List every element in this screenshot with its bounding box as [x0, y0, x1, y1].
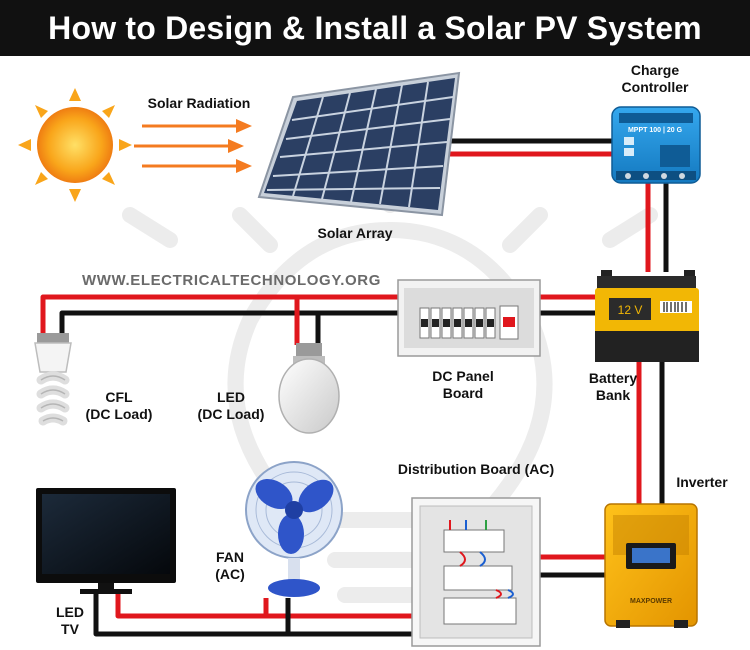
inverter-label: Inverter — [676, 474, 728, 490]
wire-ac-load-positive — [115, 592, 412, 619]
sun-icon — [18, 88, 132, 202]
charge-controller-label-line2: Controller — [621, 79, 689, 95]
cfl-label: CFL (DC Load) — [74, 389, 164, 423]
led-bulb-label-line1: LED — [217, 389, 245, 405]
dc-panel-board-label-line1: DC Panel — [432, 368, 494, 384]
cfl-label-line1: CFL — [105, 389, 133, 405]
radiation-arrows — [134, 119, 252, 173]
wire-dc-load-negative — [59, 310, 398, 335]
led-tv-label: LED TV — [48, 604, 92, 638]
solar-radiation-label: Solar Radiation — [147, 95, 251, 111]
dc-panel-board-label-line2: Board — [442, 385, 484, 401]
battery-bank-label-line2: Bank — [595, 387, 631, 403]
website-watermark: WWW.ELECTRICALTECHNOLOGY.ORG — [82, 272, 382, 289]
charge-controller-device: MPPT 100 | 20 G — [611, 106, 701, 184]
led-bulb-icon — [278, 343, 340, 434]
dc-panel-board-label: DC Panel Board — [418, 368, 508, 402]
page-title: How to Design & Install a Solar PV Syste… — [0, 0, 750, 56]
battery-bank-label-line1: Battery — [588, 370, 638, 386]
cfl-label-line2: (DC Load) — [85, 406, 153, 422]
distribution-board-device — [411, 497, 541, 647]
led-tv-label-line2: TV — [61, 621, 79, 637]
led-bulb-label: LED (DC Load) — [186, 389, 276, 423]
background-bulb-watermark — [122, 152, 658, 603]
distribution-board-label: Distribution Board (AC) — [397, 461, 555, 477]
controller-model-text: MPPT 100 | 20 G — [628, 127, 683, 134]
battery-bank-label: Battery Bank — [576, 370, 650, 404]
battery-voltage-text: 12 V — [618, 303, 643, 317]
inverter-brand-text: MAXPOWER — [630, 598, 672, 605]
inverter-device: MAXPOWER — [604, 503, 698, 628]
fan-label-line2: (AC) — [215, 566, 245, 582]
solar-array-panel — [257, 71, 461, 217]
wire-dc-load-positive — [40, 294, 398, 335]
wiring — [40, 138, 669, 637]
wire-ac-load-negative — [93, 592, 412, 637]
fan-label: FAN (AC) — [204, 549, 256, 583]
charge-controller-label-line1: Charge — [630, 62, 680, 78]
battery-device: 12 V — [595, 270, 699, 362]
charge-controller-label: Charge Controller — [605, 62, 705, 96]
cfl-bulb-icon — [34, 333, 72, 426]
fan-icon — [245, 461, 343, 597]
dc-panel-board — [397, 279, 541, 357]
solar-array-label: Solar Array — [317, 225, 393, 241]
led-bulb-label-line2: (DC Load) — [197, 406, 265, 422]
led-tv-icon — [36, 488, 176, 594]
fan-label-line1: FAN — [216, 549, 244, 565]
solar-pv-diagram: MPPT 100 | 20 G 12 V — [18, 71, 701, 647]
led-tv-label-line1: LED — [56, 604, 84, 620]
